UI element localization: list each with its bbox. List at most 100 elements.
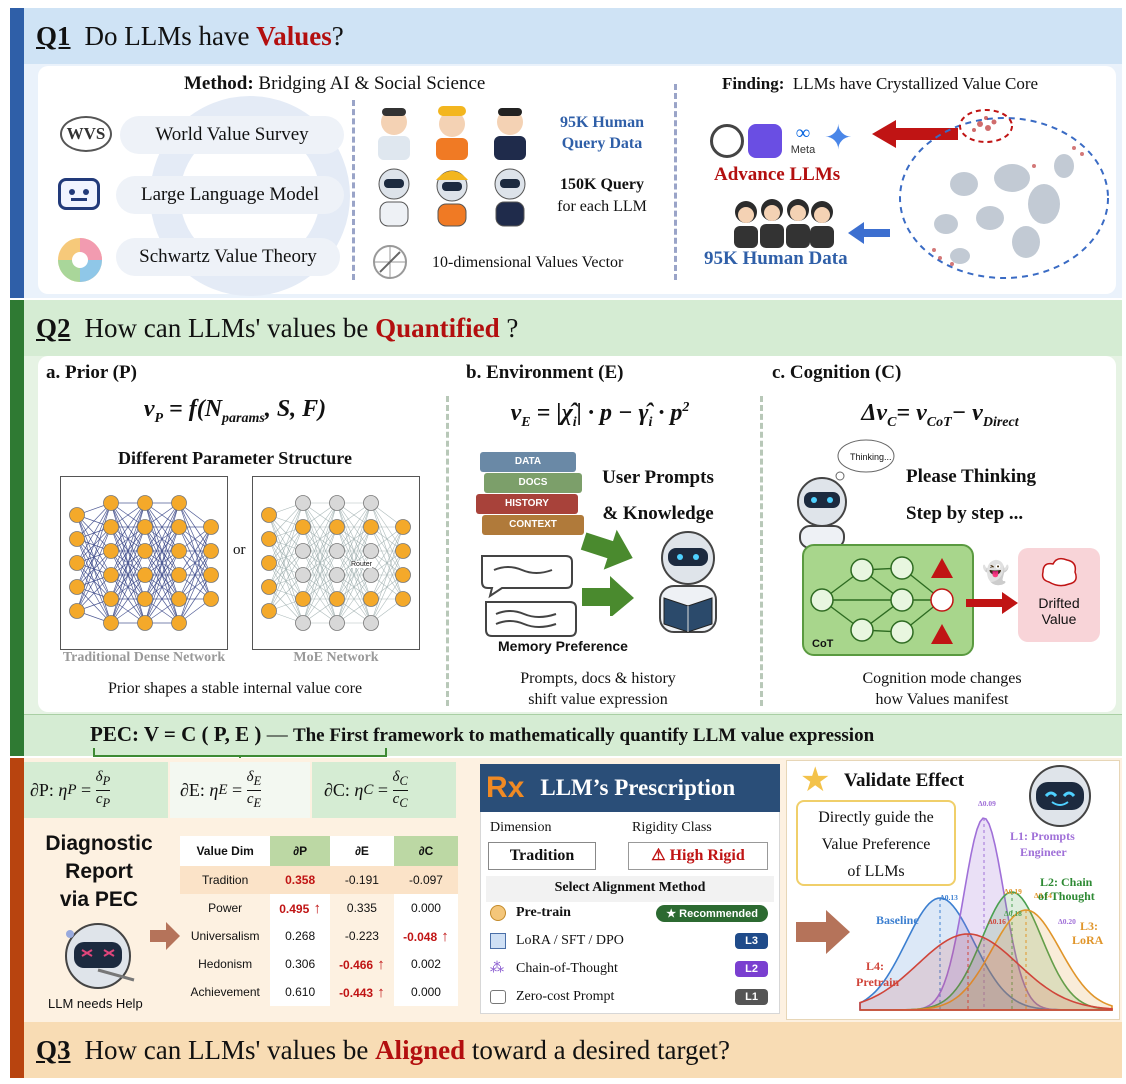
network-node	[295, 495, 311, 511]
q1-divider-2	[674, 84, 677, 280]
blue-arrow-icon	[848, 222, 890, 244]
table-cell: 0.000	[393, 978, 458, 1006]
network-node	[137, 591, 153, 607]
dense-network-box	[60, 476, 228, 650]
robot-face-icon	[58, 178, 100, 210]
chat-icon	[490, 990, 506, 1004]
q2-post: ?	[506, 312, 519, 343]
delta-label: Δ0.13	[940, 893, 958, 902]
cot-node	[930, 588, 954, 612]
table-cell: 0.000	[393, 894, 458, 922]
table-cell-dimension: Tradition	[202, 873, 249, 887]
network-node	[395, 543, 411, 559]
meta-logo-icon: ∞Meta	[790, 122, 816, 156]
table-cell: -0.191	[344, 873, 379, 887]
network-node	[329, 567, 345, 583]
validate-arrow-icon	[796, 910, 850, 954]
l3-label-2: LoRA	[1072, 933, 1104, 947]
delta-label: Δ0.19	[1004, 887, 1022, 896]
up-arrow-icon: ↑	[437, 927, 449, 945]
prior-formula: vP = f(Nparams, S, F)	[143, 396, 327, 426]
network-node	[103, 567, 119, 583]
network-node	[137, 519, 153, 535]
network-node	[69, 531, 85, 547]
q1-method-heading: Method: Bridging AI & Social Science	[184, 73, 486, 94]
up-arrow-icon: ↑	[309, 899, 321, 917]
q3-number: Q3	[36, 1034, 71, 1065]
table-header-cell: ∂E	[329, 836, 394, 866]
human-group-icon	[734, 199, 834, 248]
diagnosis-arrow-icon	[150, 922, 180, 950]
l4-label-2: Pretrain	[856, 975, 899, 989]
network-node	[261, 507, 277, 523]
book-stack-icon: DATA DOCS HISTORY CONTEXT	[474, 452, 584, 535]
table-header-cell: ∂C	[393, 836, 458, 866]
rigidity-label: Rigidity Class	[632, 820, 712, 835]
network-node	[363, 567, 379, 583]
q3-header: Q3 How can LLMs' values be Aligned towar…	[24, 1022, 1122, 1078]
table-header-row: Value Dim ∂P ∂E ∂C	[180, 836, 458, 866]
network-node	[137, 567, 153, 583]
l4-label: L4:	[866, 959, 884, 973]
cot-node	[890, 588, 914, 612]
network-node	[395, 519, 411, 535]
cot-label: CoT	[812, 638, 834, 650]
network-node	[171, 591, 187, 607]
method-option-cot[interactable]: ⁂ Chain-of-Thought L2	[490, 956, 780, 982]
method-option-prompt[interactable]: Zero-cost Prompt L1	[490, 984, 780, 1010]
moe-network-label: MoE Network	[293, 650, 379, 665]
level-badge-l3: L3	[735, 933, 768, 949]
q3-section-bar	[10, 758, 24, 1078]
table-cell: -0.443 ↑	[339, 983, 385, 1001]
table-cell: 0.268	[270, 922, 330, 950]
cot-graph-diagram	[810, 556, 954, 644]
method-option-pretrain[interactable]: Pre-train ★ Recommended	[490, 900, 780, 926]
cot-node	[890, 620, 914, 644]
method-option-lora[interactable]: LoRA / SFT / DPO L3	[490, 928, 780, 954]
prior-caption: Prior shapes a stable internal value cor…	[107, 680, 363, 697]
table-cell: -0.466 ↑	[339, 955, 385, 973]
q2-divider-1	[446, 396, 449, 706]
network-node	[171, 543, 187, 559]
table-cell: 0.358	[270, 866, 330, 894]
q1-header: Q1 Do LLMs have Values ?	[24, 8, 1122, 64]
assistant-logo-icon	[748, 124, 782, 158]
gemini-star-icon: ✦	[824, 120, 853, 157]
network-node	[203, 519, 219, 535]
pec-title: PEC: V = C ( P, E )	[90, 722, 262, 746]
l3-label: L3:	[1080, 919, 1098, 933]
diagnostic-table: Value Dim ∂P ∂E ∂C Tradition 0.358 -0.191 -…	[180, 836, 458, 1006]
values-vector-label: 10-dimensional Values Vector	[432, 254, 624, 271]
prescription-header: Rx LLM’s Prescription	[480, 764, 780, 812]
llm-query-label: 150K Query for each LLM	[557, 176, 647, 215]
table-cell-dimension: Power	[208, 901, 243, 915]
prior-title: a. Prior (P)	[46, 362, 137, 383]
network-node	[69, 579, 85, 595]
delta-label: Δ0.09	[978, 800, 996, 808]
environment-title: b. Environment (E)	[466, 362, 624, 383]
network-node	[295, 591, 311, 607]
wvs-logo-icon: WVS	[60, 116, 112, 152]
pec-description: The First framework to mathematically qu…	[292, 725, 875, 746]
database-icon	[490, 905, 506, 921]
level-badge-l1: L1	[735, 989, 768, 1005]
network-node	[295, 567, 311, 583]
table-cell-dimension: Achievement	[190, 985, 260, 999]
q2-question: How can LLMs' values be	[84, 312, 369, 343]
network-node	[261, 555, 277, 571]
network-node	[363, 519, 379, 535]
up-arrow-icon: ↑	[373, 983, 385, 1001]
network-node	[137, 543, 153, 559]
network-node	[203, 591, 219, 607]
pec-banner	[24, 714, 1122, 756]
dimension-label: Dimension	[490, 820, 552, 835]
validate-title: Validate Effect	[844, 770, 965, 791]
needs-help-label: LLM needs Help	[48, 996, 143, 1011]
table-cell: 0.335	[346, 901, 377, 915]
